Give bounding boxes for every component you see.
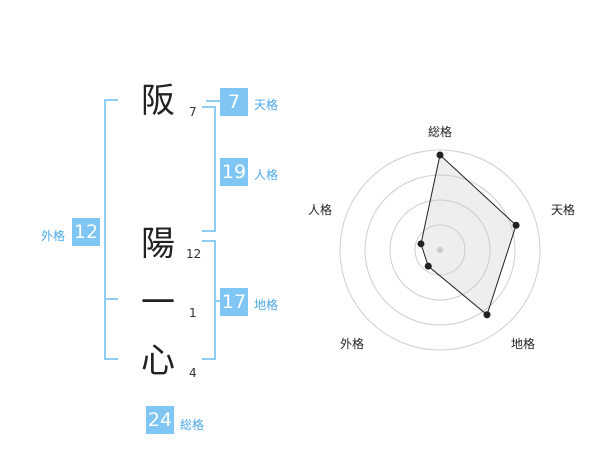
radar-point-4 [424, 262, 432, 270]
radar-label-soukaku: 総格 [428, 125, 453, 139]
jinkaku-value-badge: 19 [220, 158, 248, 186]
chikaku-label: 地格 [254, 298, 279, 312]
name-char-4: 心 [141, 341, 175, 381]
radar-point-1 [436, 151, 444, 159]
radar-point-2 [512, 221, 520, 229]
gaikaku-bracket [104, 99, 118, 360]
gaikaku-label: 外格 [41, 229, 66, 243]
gaikaku-value-badge: 12 [72, 218, 100, 246]
tenkaku-label: 天格 [254, 98, 279, 112]
radar-point-5 [417, 240, 425, 248]
radar-ring [389, 199, 491, 301]
tenkaku-value-badge: 7 [220, 88, 248, 116]
jinkaku-label: 人格 [254, 168, 279, 182]
tenkaku-tick [206, 100, 220, 102]
stroke-count-2: 12 [186, 247, 202, 261]
name-char-2: 陽 [141, 224, 175, 264]
stroke-count-4: 4 [189, 366, 197, 380]
radar-label-jinkaku: 人格 [308, 203, 333, 217]
radar-point-3 [483, 311, 491, 319]
chikaku-value-badge: 17 [220, 288, 248, 316]
radar-label-tenkaku: 天格 [551, 203, 576, 217]
radar-label-gaikaku: 外格 [340, 337, 365, 351]
gaikaku-bracket-mid-tick [104, 298, 118, 300]
chikaku-tick [214, 300, 222, 302]
name-char-3: 一 [141, 283, 175, 323]
soukaku-label: 総格 [180, 418, 205, 432]
radar-center [437, 247, 443, 253]
radar-label-chikaku: 地格 [511, 337, 536, 351]
stroke-count-3: 1 [189, 306, 197, 320]
radar-ring [414, 224, 466, 276]
jinkaku-bracket [202, 106, 216, 232]
radar-ring [364, 174, 516, 326]
name-char-1: 阪 [141, 81, 175, 121]
stroke-count-1: 7 [189, 105, 197, 119]
radar-series-area [420, 154, 517, 316]
radar-ring [339, 149, 541, 351]
soukaku-value-badge: 24 [146, 406, 174, 434]
